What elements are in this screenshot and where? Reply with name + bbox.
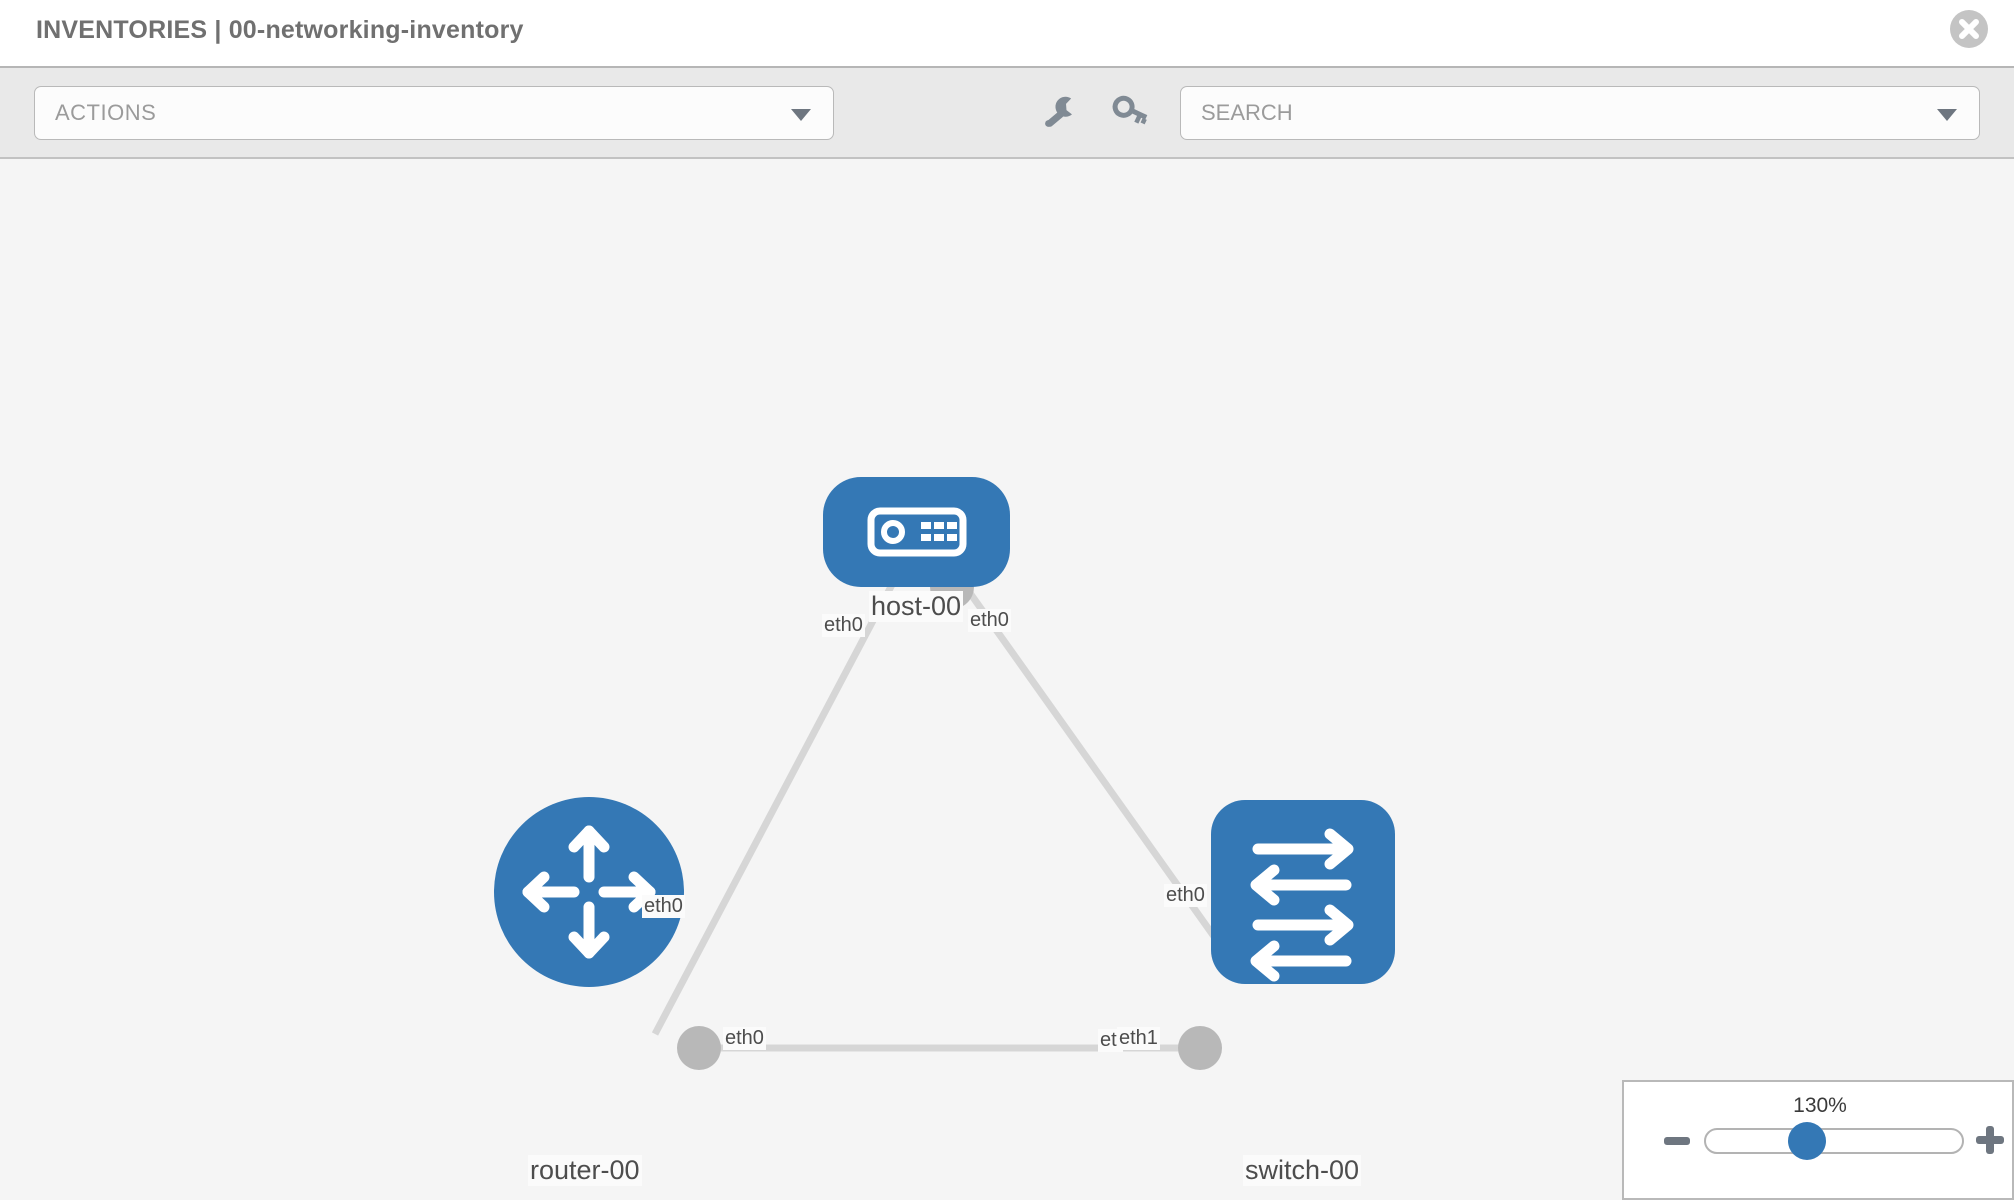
key-icon[interactable] (1108, 90, 1152, 134)
wrench-glyph (1045, 96, 1072, 127)
page-title: INVENTORIES | 00-networking-inventory (36, 16, 524, 44)
toolbar: ACTIONS (0, 68, 2014, 159)
close-button[interactable] (1950, 10, 1988, 48)
iface-label-switch-eth1: eth1 (1117, 1027, 1160, 1050)
node-switch-00[interactable] (1211, 800, 1395, 984)
minus-icon[interactable] (1664, 1137, 1690, 1145)
zoom-slider-track[interactable] (1704, 1128, 1964, 1154)
chevron-down-icon (791, 109, 811, 121)
actions-dropdown-label: ACTIONS (55, 100, 157, 125)
page-header: INVENTORIES | 00-networking-inventory (0, 0, 2014, 68)
router-icon (522, 825, 656, 959)
topology-canvas[interactable]: host-00 router-00 switch-00 eth0 eth0 et… (0, 159, 2014, 1200)
zoom-slider-thumb[interactable] (1788, 1122, 1826, 1160)
node-label-router-00: router-00 (528, 1155, 642, 1186)
iface-label-host-eth0-right: eth0 (968, 609, 1011, 632)
node-label-switch-00: switch-00 (1243, 1155, 1362, 1186)
port-switch-eth1[interactable] (1178, 1026, 1222, 1070)
iface-label-switch-eth0-up: eth0 (1164, 884, 1207, 907)
plus-icon[interactable] (1976, 1126, 2004, 1154)
link-host-router (651, 577, 899, 1036)
node-host-00[interactable] (823, 477, 1010, 587)
key-glyph (1112, 95, 1148, 125)
iface-label-router-eth0: eth0 (723, 1027, 766, 1050)
close-icon (1959, 19, 1979, 39)
zoom-percent-label: 130% (1793, 1094, 1847, 1117)
actions-dropdown[interactable]: ACTIONS (34, 86, 834, 140)
iface-label-host-eth0-left: eth0 (822, 614, 865, 637)
zoom-control-panel: 130% (1622, 1080, 2014, 1200)
iface-label-switch-eth0-overlap: etl (1098, 1029, 1124, 1052)
node-label-host-00: host-00 (869, 591, 964, 622)
switch-icon (1250, 828, 1354, 982)
wrench-icon[interactable] (1038, 90, 1082, 134)
node-router-00[interactable] (494, 797, 684, 987)
port-router-eth0[interactable] (677, 1026, 721, 1070)
search-input[interactable] (1201, 87, 1921, 139)
topology-graph (494, 477, 1395, 1070)
server-icon (867, 507, 967, 557)
iface-label-router-eth0-up: eth0 (642, 895, 685, 918)
chevron-down-icon[interactable] (1937, 109, 1957, 121)
search-box[interactable] (1180, 86, 1980, 140)
